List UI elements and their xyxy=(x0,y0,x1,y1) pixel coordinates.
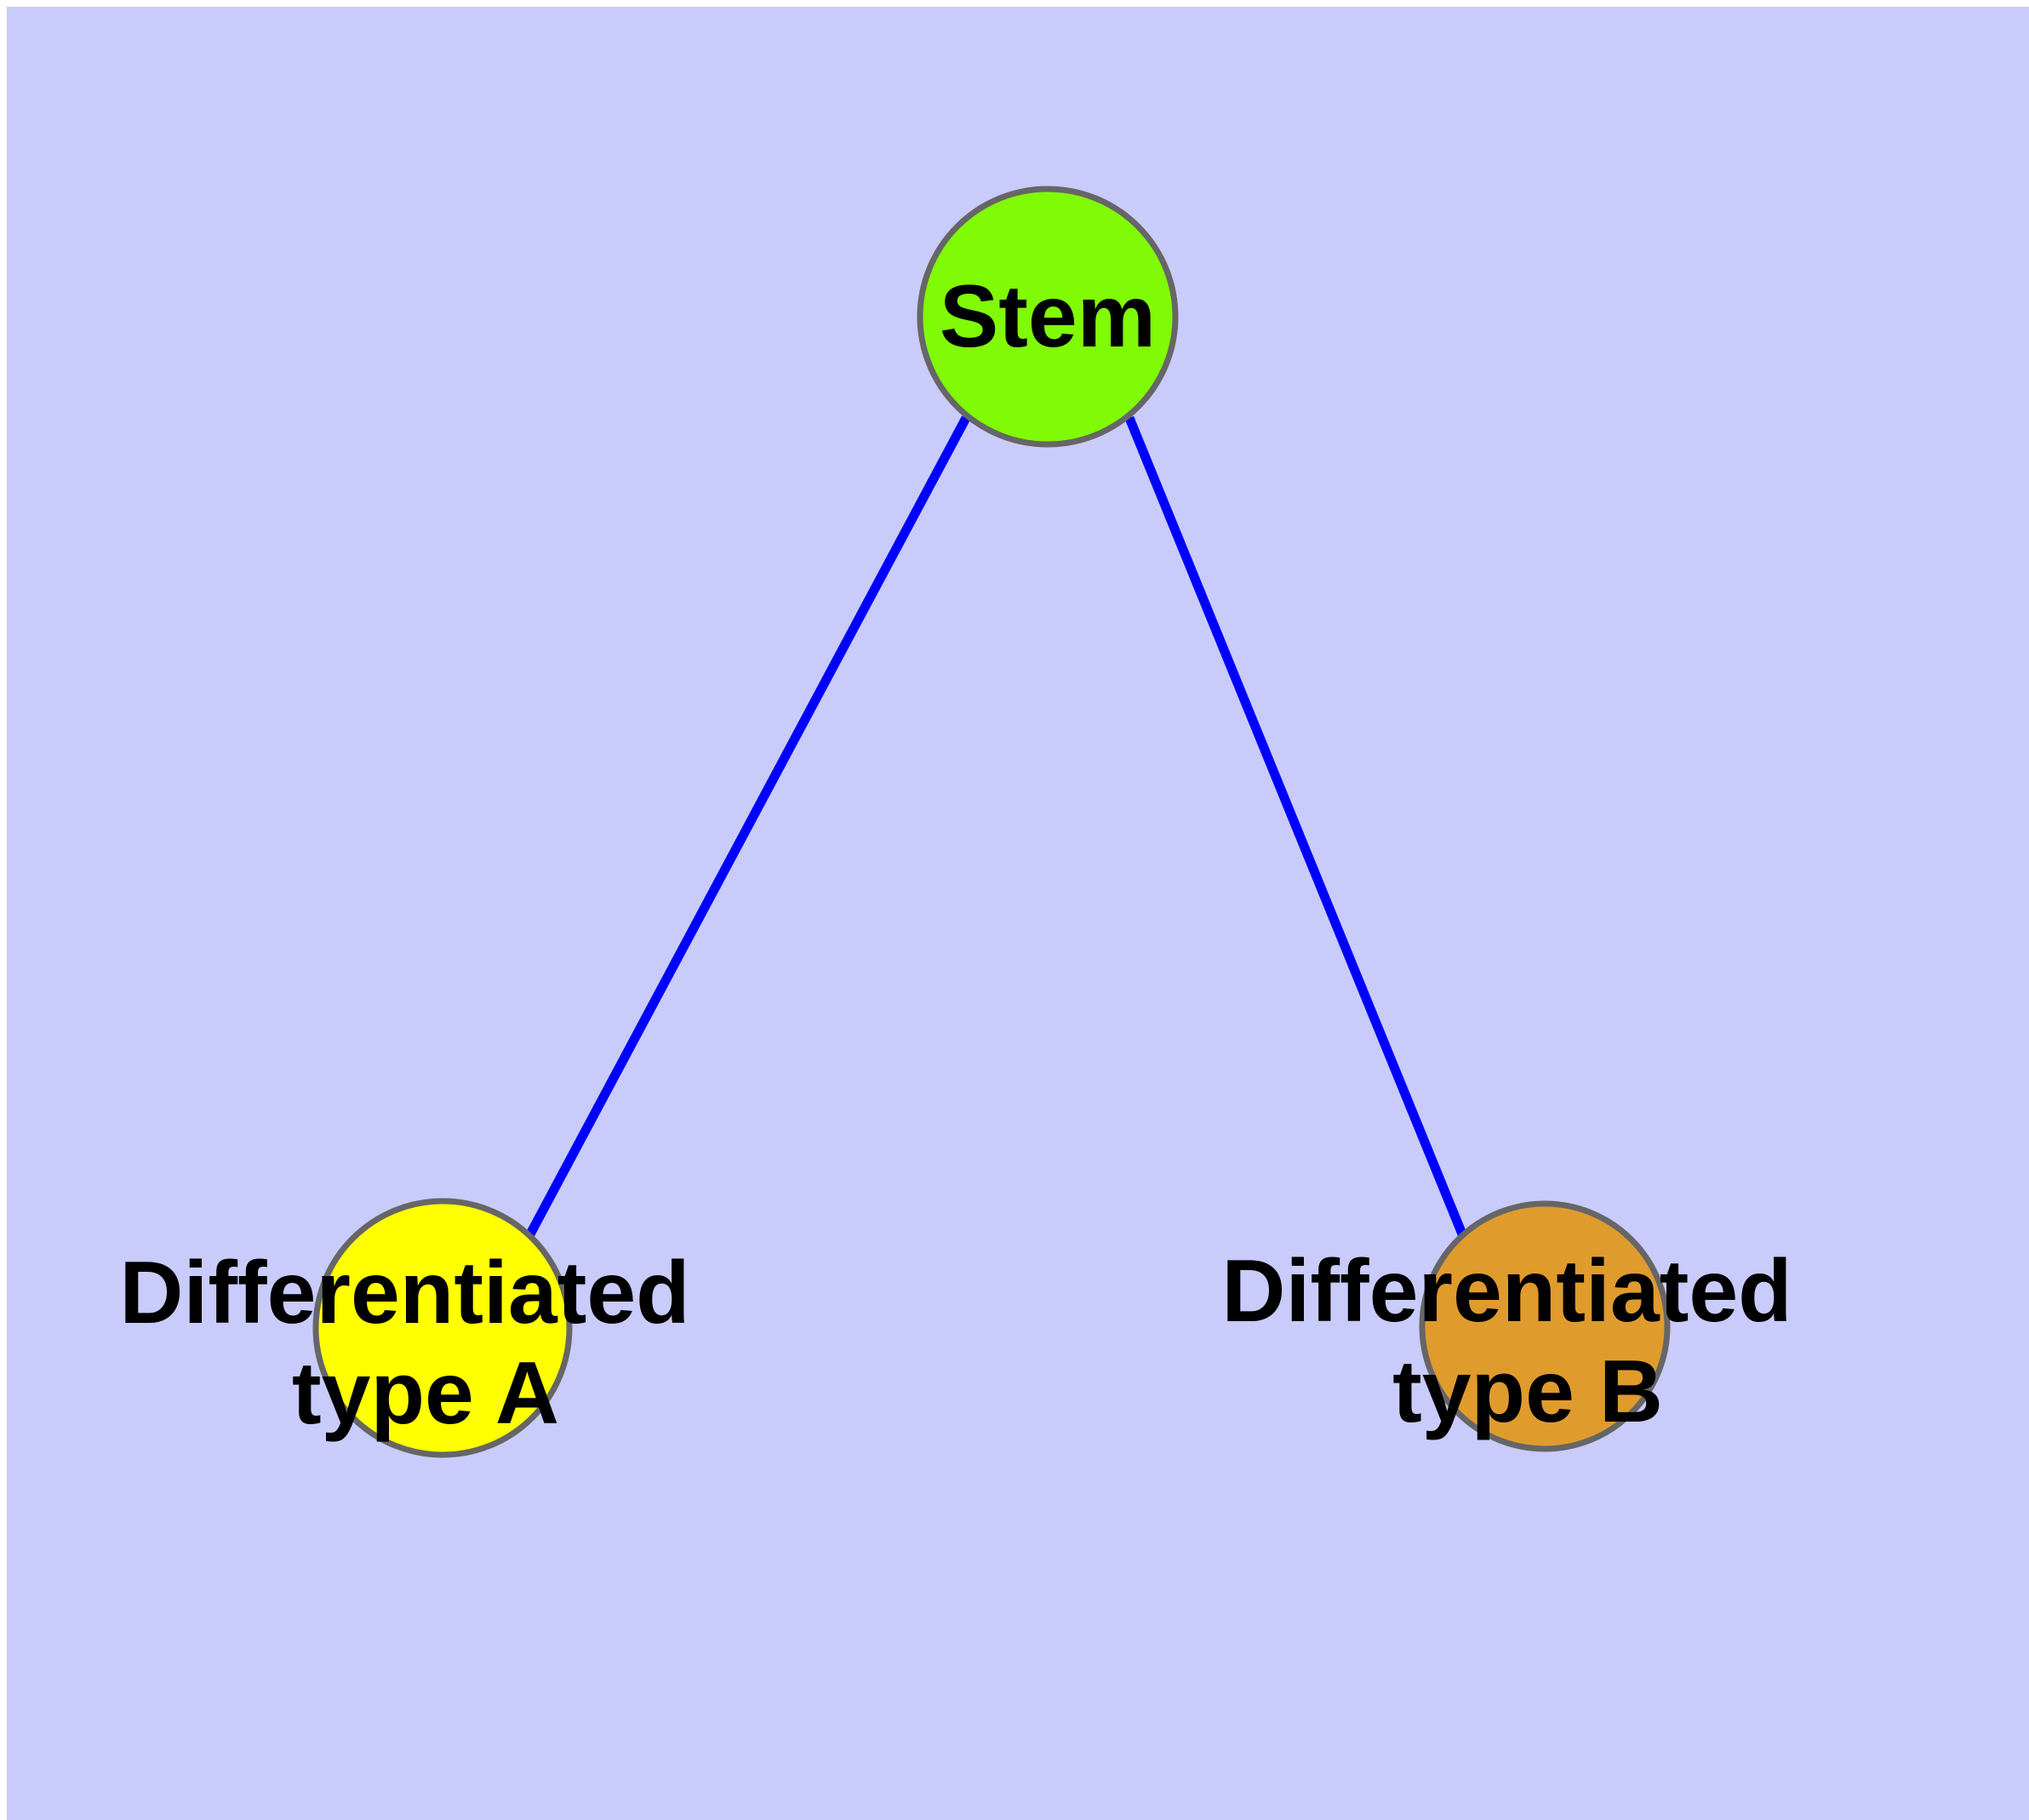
node-differentiated-type-b[interactable]: Differentiated type B xyxy=(1221,1200,1816,1452)
node-stem[interactable]: Stem xyxy=(917,186,1179,448)
node-label-differentiated-type-b: Differentiated type B xyxy=(1221,1242,1816,1441)
node-differentiated-type-a[interactable]: Differentiated type A xyxy=(119,1198,714,1458)
node-label-stem: Stem xyxy=(940,267,1156,366)
node-circle-differentiated-type-b[interactable] xyxy=(1419,1200,1671,1452)
node-label-differentiated-type-a: Differentiated type A xyxy=(119,1244,714,1443)
node-circle-stem[interactable] xyxy=(917,186,1179,448)
edge-stem-to-differentiated-type-b[interactable] xyxy=(1124,415,1470,1243)
node-circle-differentiated-type-a[interactable] xyxy=(312,1198,573,1458)
edge-stem-to-differentiated-type-a[interactable] xyxy=(521,415,970,1246)
edges-layer xyxy=(521,415,1470,1246)
